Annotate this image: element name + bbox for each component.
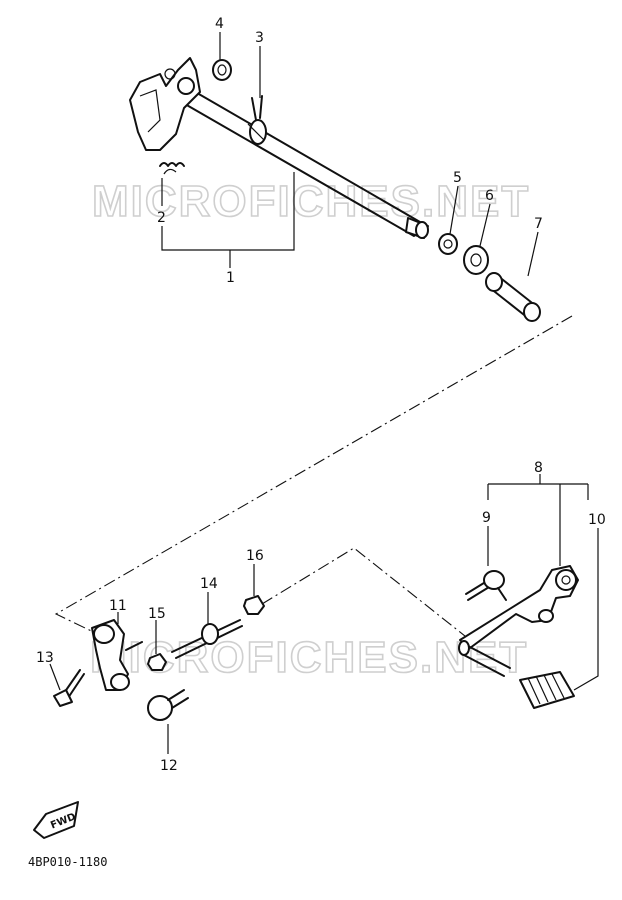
part-12-bolt [147,689,189,721]
callout-12: 12 [160,758,178,774]
part-11-shift-arm [91,619,143,691]
callout-14: 14 [200,576,218,592]
part-13-bolt [53,669,85,707]
part-14-rod [171,619,243,659]
part-10-pedal-rubber [519,671,575,709]
part-7-collar [485,272,541,322]
callout-8: 8 [534,460,543,476]
shift-shaft-assembly [129,57,429,239]
callout-13: 13 [36,650,54,666]
part-3-spring [251,95,263,121]
part-4-circlip [212,59,232,81]
callout-6: 6 [485,188,494,204]
part-6-oil-seal [463,245,489,275]
callout-4: 4 [215,16,224,32]
callout-1: 1 [226,270,235,286]
callout-9: 9 [482,510,491,526]
drawing-code: 4BP010-1180 [28,855,107,869]
callout-3: 3 [255,30,264,46]
callout-2: 2 [157,210,166,226]
part-15-nut [147,653,167,671]
part-8-shift-pedal [458,565,579,677]
part-5-washer [438,233,458,255]
callout-11: 11 [109,598,127,614]
part-9-rod-end [465,570,507,601]
fwd-arrow-icon: FWD [33,801,79,839]
callout-16: 16 [246,548,264,564]
callout-15: 15 [148,606,166,622]
part-16-nut [243,595,265,615]
callout-7: 7 [534,216,543,232]
callout-5: 5 [453,170,462,186]
watermark-top: MICROFICHES.NET [92,177,530,226]
callout-10: 10 [588,512,606,528]
